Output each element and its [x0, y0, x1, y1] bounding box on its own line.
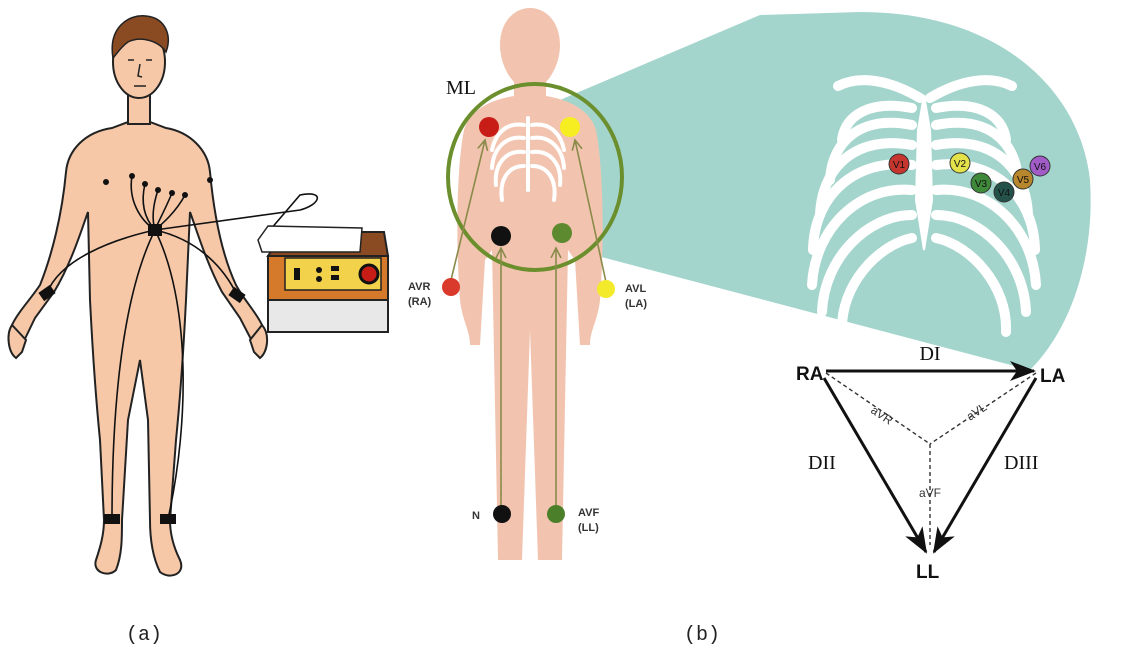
lead-v1: V1: [889, 154, 909, 174]
man-neck: [128, 95, 150, 124]
svg-text:V3: V3: [975, 179, 988, 190]
torso-electrode-green: [552, 223, 572, 243]
ecg-button-1: [294, 268, 300, 280]
lead-dii-label: DII: [808, 452, 836, 474]
body-ribcage: [492, 118, 564, 200]
svg-text:V4: V4: [998, 188, 1011, 199]
ecg-knob-1: [316, 267, 322, 273]
caption-a: (a): [126, 624, 162, 647]
ecg-machine-base: [268, 300, 388, 332]
avl-electrode: [597, 280, 615, 298]
ecg-button-2: [331, 266, 339, 271]
caption-b: (b): [684, 624, 720, 647]
avf-lead-label: aVF: [919, 486, 941, 500]
lead-v5: V5: [1013, 169, 1033, 189]
svg-text:V2: V2: [954, 159, 967, 170]
svg-text:V1: V1: [893, 160, 906, 171]
lead-v3: V3: [971, 173, 991, 193]
lead-junction: [148, 224, 162, 236]
body-silhouette: [457, 8, 602, 560]
ecg-paper: [258, 226, 362, 252]
lead-v4: V4: [994, 182, 1014, 202]
svg-text:V5: V5: [1017, 175, 1030, 186]
lead-di-label: DI: [919, 343, 940, 365]
ll-site-label: (LL): [578, 522, 599, 534]
ecg-machine: [258, 226, 388, 332]
avr-lead-label: aVR: [868, 403, 895, 428]
ra-site-label: (RA): [408, 296, 432, 308]
ecg-button-3: [331, 275, 339, 280]
chest-electrode-yellow: [560, 117, 580, 137]
la-vertex-label: LA: [1040, 366, 1066, 387]
ecg-knob-2: [316, 276, 322, 282]
ecg-dial: [360, 265, 378, 283]
n-electrode: [493, 505, 511, 523]
svg-text:V6: V6: [1034, 162, 1047, 173]
torso-electrode-black: [491, 226, 511, 246]
man-body: [12, 122, 262, 576]
avl-label: AVL: [625, 283, 646, 295]
ml-label: ML: [446, 77, 476, 99]
lead-v2: V2: [950, 153, 970, 173]
avl-lead-label: aVL: [964, 400, 990, 424]
einthoven-triangle: RA LA LL DI DII DIII aVR aVL aVF: [796, 343, 1066, 583]
avr-label: AVR: [408, 281, 430, 293]
la-site-label: (LA): [625, 298, 647, 310]
lead-diii-label: DIII: [1004, 452, 1038, 474]
lead-v6: V6: [1030, 156, 1050, 176]
body-diagram: ML AVR (RA) AVL (LA) N AVF (LL): [408, 8, 1091, 560]
chest-electrode-red: [479, 117, 499, 137]
n-label: N: [472, 510, 480, 522]
ll-vertex-label: LL: [916, 562, 940, 583]
ra-vertex-label: RA: [796, 364, 824, 385]
avf-label: AVF: [578, 507, 599, 519]
avf-electrode: [547, 505, 565, 523]
avr-electrode: [442, 278, 460, 296]
